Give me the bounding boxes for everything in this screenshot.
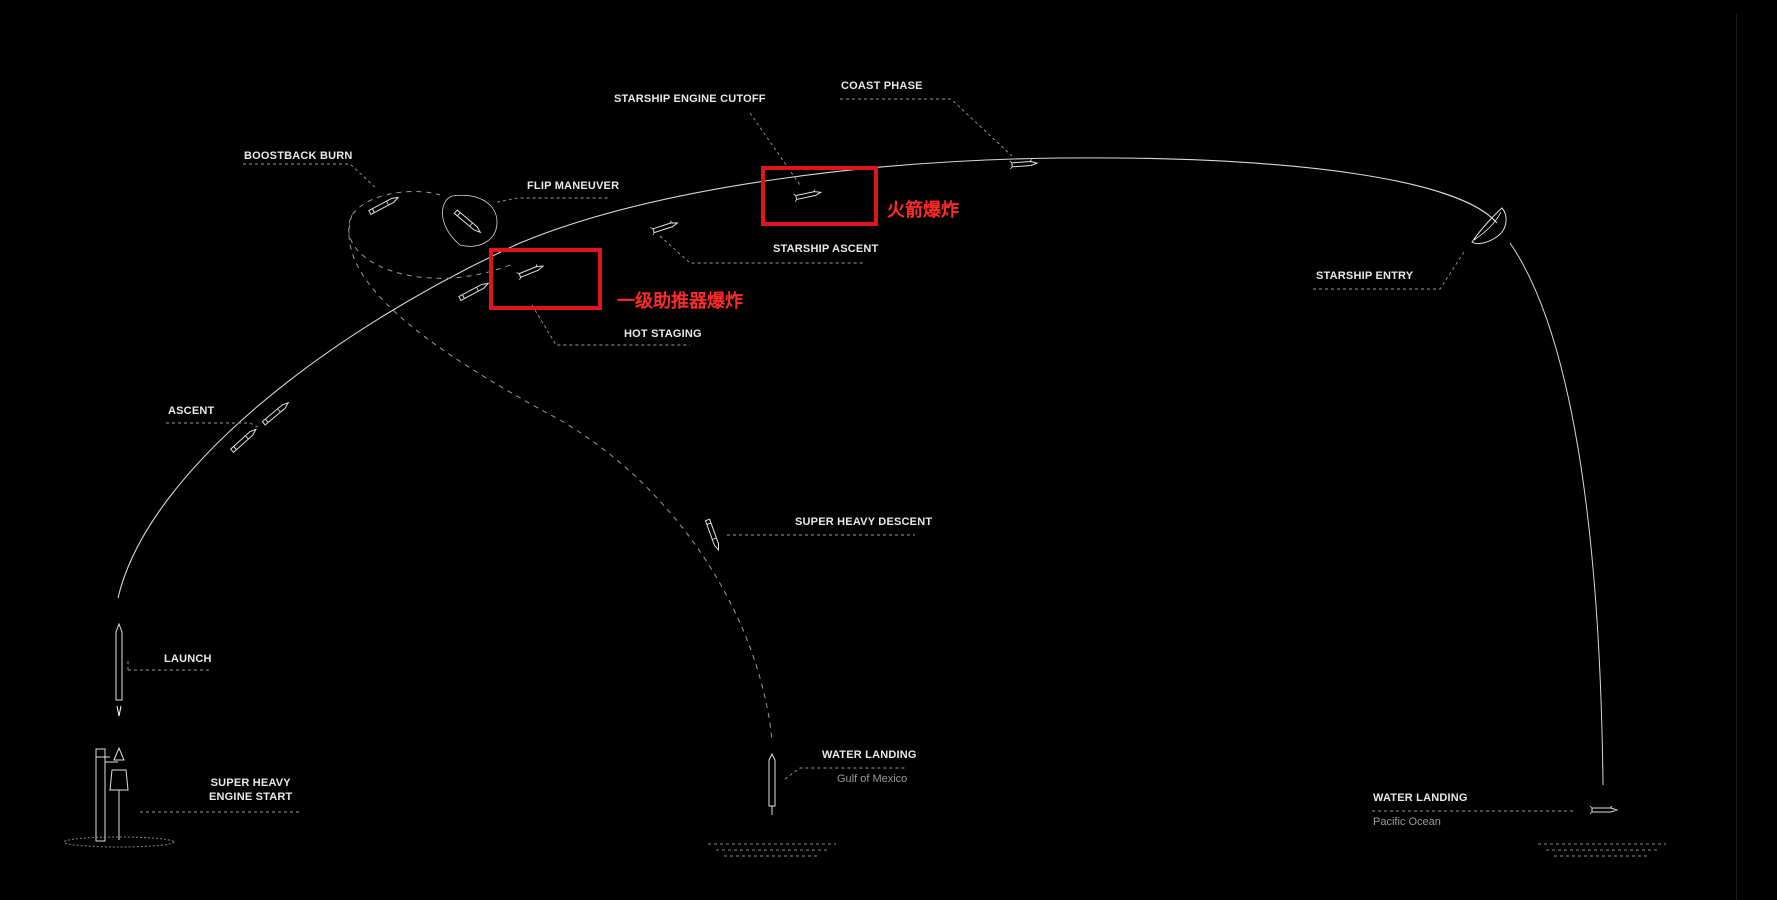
coast-ship-icon [1009,158,1038,170]
label-engine-start-line1: SUPER HEAVY [210,777,291,789]
booster-descent-icon [704,518,722,552]
starship-descent-trajectory [1509,242,1604,786]
starship-ascent-icon [649,218,680,236]
label-booster-water-landing: WATER LANDING [822,749,917,761]
ascent-vehicle-icon [261,400,291,426]
boostback-vehicle-icon [368,195,400,215]
leader-lines [127,98,1575,813]
label-hot-staging: HOT STAGING [624,328,702,340]
label-coast-phase: COAST PHASE [841,80,923,92]
gulf-splash-marks [708,843,836,857]
label-pacific-ocean: Pacific Ocean [1373,816,1441,828]
label-launch: LAUNCH [164,653,212,665]
ascent-vehicle-lower-icon [230,427,258,453]
label-starship-entry: STARSHIP ENTRY [1316,270,1414,282]
flip-arc [442,194,498,247]
label-engine-start-line2: ENGINE START [209,791,293,803]
label-super-heavy-descent: SUPER HEAVY DESCENT [795,516,933,528]
flip-vehicle-icon [453,209,483,235]
booster-landing-icon [768,752,776,815]
label-starship-engine-cutoff: STARSHIP ENGINE CUTOFF [614,93,766,105]
label-starship-ascent: STARSHIP ASCENT [773,243,879,255]
pacific-splash-marks [1538,843,1666,857]
label-ascent: ASCENT [168,405,215,417]
label-flip-maneuver: FLIP MANEUVER [527,180,620,192]
annotation-rocket-explosion: 火箭爆炸 [887,200,959,221]
label-gulf-of-mexico: Gulf of Mexico [837,773,908,785]
launch-vehicle-icon [115,622,123,717]
label-ship-water-landing: WATER LANDING [1373,792,1468,804]
highlight-box-hot-staging [489,248,602,310]
label-boostback-burn: BOOSTBACK BURN [244,150,353,162]
label-engine-start: SUPER HEAVY ENGINE START [209,776,292,804]
hot-staging-booster-icon [458,281,490,301]
entry-ship-icon [1471,207,1507,245]
right-edge-divider [1736,14,1737,900]
ship-landing-icon [1589,805,1618,815]
ascent-trajectory [117,157,1498,599]
booster-return-trajectory [348,191,773,741]
highlight-box-engine-cutoff [761,166,878,226]
annotation-booster-explosion: 一级助推器爆炸 [617,291,743,312]
launch-tower-icon [63,746,175,848]
